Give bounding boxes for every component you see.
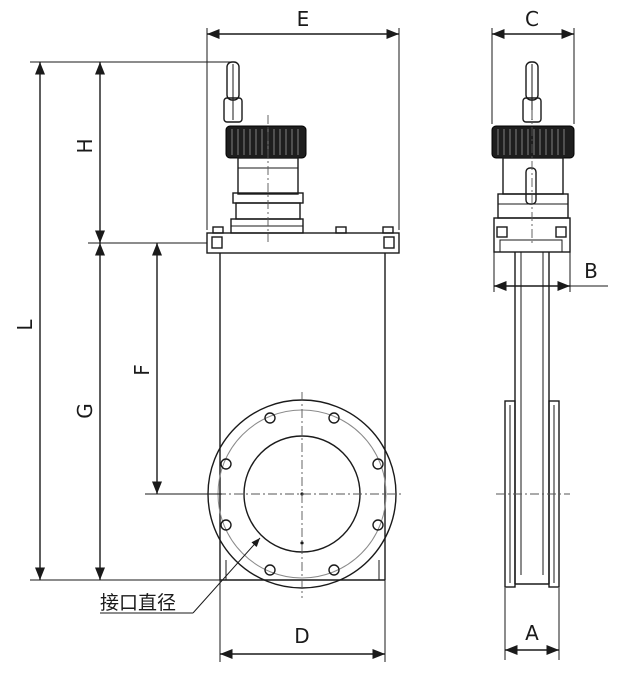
- dim-label-l: L: [13, 319, 37, 331]
- callout-label: 接口直径: [100, 592, 176, 614]
- bolt-holes: [220, 412, 384, 576]
- dim-label-h: H: [73, 138, 97, 153]
- side-dimensions: C B A: [491, 7, 608, 660]
- dim-label-g: G: [73, 403, 97, 419]
- callout-leader: [192, 537, 261, 614]
- side-bonnet: [497, 157, 569, 219]
- dim-label-e: E: [297, 7, 310, 31]
- side-view: [491, 61, 575, 588]
- bonnet: [230, 157, 304, 234]
- front-view: [200, 61, 404, 598]
- side-body: [514, 252, 550, 585]
- handle-lever: [223, 61, 243, 123]
- dim-label-c: C: [525, 7, 539, 31]
- side-knob-knurling: [497, 129, 565, 155]
- valve-body: [219, 253, 386, 581]
- front-dimensions: E H L F G D 接口直径: [13, 7, 400, 662]
- dim-label-b: B: [584, 259, 598, 283]
- dim-label-f: F: [130, 364, 154, 376]
- dim-label-a: A: [525, 621, 539, 645]
- dim-label-d: D: [294, 624, 309, 648]
